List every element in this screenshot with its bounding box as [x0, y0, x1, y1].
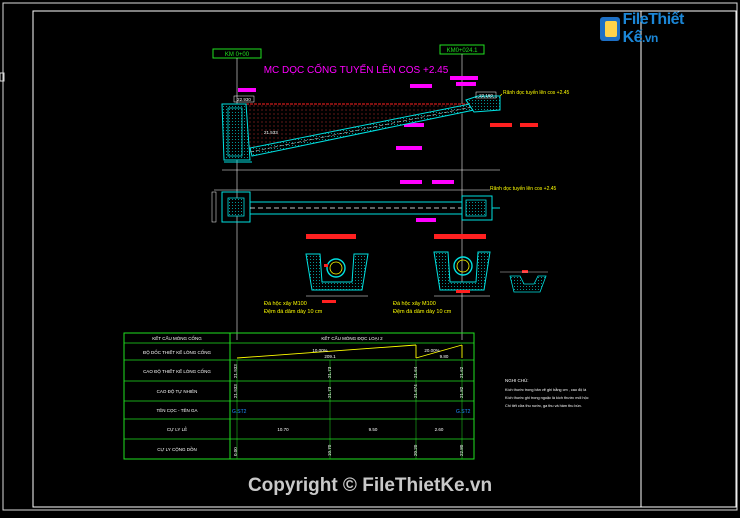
ditch-label-plan: Rãnh dọc tuyến lên cos +2.45 [490, 186, 557, 192]
dim-left-depth: 21.533 [264, 130, 278, 135]
logo-brand: FileThiết Kế [622, 11, 685, 46]
dist-cum: 10.70 [327, 444, 332, 456]
cross-section-1 [305, 253, 369, 303]
row-label: CAO ĐỘ TỰ NHIÊN [157, 387, 198, 394]
table-header-right: KẾT CẤU MÓNG ĐỌC LOẠI 2 [321, 335, 383, 341]
notes-line: Kích thước trong bản vẽ ghi bằng cm , ca… [505, 387, 587, 392]
dim-box [233, 95, 255, 103]
inlet-pit [227, 107, 243, 157]
dist-cum: 0.00 [233, 447, 238, 456]
label-block [306, 234, 356, 239]
design-elev: 21.64 [413, 366, 418, 378]
row-label: CỰ LY LẺ [167, 426, 187, 432]
label-block [520, 123, 538, 127]
logo-domain: .vn [642, 31, 658, 45]
dist-each: 9.50 [369, 427, 378, 432]
section-note-2a: Đá hộc xây M100 [393, 301, 436, 307]
dist-each: 10.70 [277, 427, 289, 432]
label-block [490, 123, 512, 127]
notes-line: Chi tiết cửa thu nước, ga thu và hầm thu… [505, 404, 582, 408]
plan-inlet-pit [227, 197, 245, 217]
brand-logo[interactable]: FileThiết Kế.vn [600, 11, 712, 46]
logo-icon [600, 17, 620, 41]
label-block [432, 180, 454, 184]
natural-elev: 21.933 [233, 384, 238, 398]
dim-box [475, 91, 497, 99]
notes-line: Kích thước ghi trong ngoặc là kích thước… [505, 396, 589, 400]
slope-2b: 9.80 [440, 354, 449, 359]
copyright-watermark: Copyright © FileThietKe.vn [247, 475, 493, 496]
label-block [400, 180, 422, 184]
left-marker [0, 72, 5, 82]
plan-outlet-pit [465, 199, 487, 217]
design-elev: 21.62 [459, 366, 464, 378]
row-label: ĐỘ DỐC THIẾT KẾ LÒNG CỐNG [143, 349, 212, 355]
label-block [238, 88, 256, 92]
slope-1: 10.00% [312, 348, 327, 353]
table-header-left: KẾT CẤU MÓNG CỐNG [152, 335, 202, 341]
design-elev: 21.933 [233, 364, 238, 378]
label-block [410, 84, 432, 88]
outer-frame [2, 2, 738, 511]
label-block [434, 234, 486, 239]
natural-elev: 21.82 [459, 386, 464, 398]
detail-section [500, 270, 548, 293]
label-block [456, 82, 476, 86]
label-block [404, 123, 424, 127]
natural-elev: 21.73 [327, 386, 332, 398]
design-elev: 21.73 [327, 366, 332, 378]
drawing-title: MC DỌC CỐNG TUYẾN LÊN COS +2.45 [264, 62, 449, 76]
pipe-axis [249, 106, 473, 153]
station-left: KM 0+00 [225, 52, 250, 58]
row-label: CỰ LY CỘNG DỒN [157, 446, 196, 452]
profile-table [123, 332, 475, 460]
row-label: CAO ĐỘ THIẾT KẾ LÒNG CỐNG [143, 368, 211, 374]
row-label: TÊN CỌC - TÊN GA [157, 406, 198, 413]
inlet-headwall [221, 103, 251, 161]
dist-cum: 22.80 [459, 444, 464, 456]
dist-each: 2.60 [435, 427, 444, 432]
station-right: KM0+024.1 [447, 48, 479, 54]
cross-section-2 [433, 251, 491, 297]
dim-left-height: 22.930 [237, 97, 251, 102]
drawing-frame [32, 10, 737, 508]
natural-elev: 21.674 [413, 384, 418, 398]
slope-2: 20.00% [424, 348, 439, 353]
slope-1b: 209.1 [324, 354, 336, 359]
section-note-2b: Đệm đá dăm dày 10 cm [393, 309, 452, 315]
label-block [450, 76, 478, 80]
stake-right: G.ST2 [456, 409, 471, 415]
dist-cum: 20.20 [413, 444, 418, 456]
label-block [396, 146, 422, 150]
label-block [416, 218, 436, 222]
section-note-1a: Đá hộc xây M100 [264, 301, 307, 307]
plan-dim-mark [211, 191, 217, 223]
leader [499, 93, 503, 97]
section-note-1b: Đệm đá dăm dày 10 cm [264, 309, 323, 315]
ditch-label-top: Rãnh dọc tuyến lên cos +2.45 [503, 90, 570, 96]
stake-left: G.ST2 [232, 409, 247, 415]
notes-heading: NGHI CHÚ: [505, 377, 529, 383]
dim-right-top: 22.160 [479, 93, 493, 98]
